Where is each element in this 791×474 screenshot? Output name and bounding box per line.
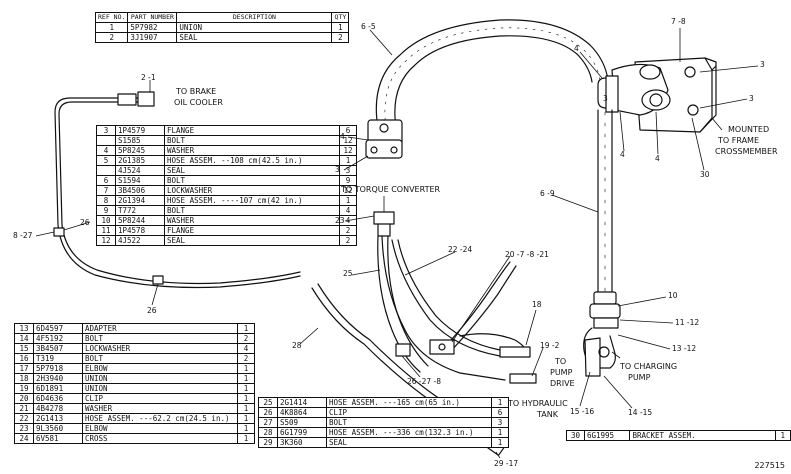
label-pump: PUMP [628,373,651,382]
callout-7-8: 7 -8 [671,17,686,26]
callout-6-9: 6 -9 [540,189,555,198]
label-to-torque-converter: TO TORQUE CONVERTER [341,185,441,194]
callout-6-5: 6 -5 [361,22,376,31]
callout-3-flange: 3 [603,94,608,103]
cell-ref-no: 30 [566,430,585,441]
callout-10: 10 [668,291,678,300]
callout-22-24: 22 -24 [448,245,473,254]
label-tank: TANK [537,410,558,419]
upper-hose-6-5 [375,19,609,129]
callout-3-left: 3 [335,165,340,174]
label-pump-drive-1: PUMP [550,368,573,377]
parts-table-header: REF NO. PART NUMBER DESCRIPTION QTY 1 5P… [94,12,350,43]
callout-3-bolt: 3 [749,94,754,103]
callout-4-left: 4 [340,132,345,141]
label-to-charging: TO CHARGING [620,362,678,371]
hose-22-24 [391,239,501,357]
hose-18 [441,261,537,384]
vertical-hose-6-9 [583,109,621,377]
table-row: 2 3J1907 SEAL 2 [94,32,350,43]
callout-20-21: 20 -7 -8 -21 [505,250,549,259]
callout-11-12: 11 -12 [675,318,700,327]
callout-15-16: 15 -16 [570,407,595,416]
callout-26-27-8: 26 -27 -8 [407,377,442,386]
callout-28: 28 [292,341,302,350]
callout-26-bottom: 26 [147,306,157,315]
callout-4-right: 4 [655,154,660,163]
callout-4-top: 4 [574,44,579,53]
callout-8-27: 8 -27 [13,231,33,240]
label-to-brake: TO BRAKE [176,87,217,96]
figure-number: 227515 [754,461,785,470]
cell-qty: 1 [491,437,509,448]
label-mounted: MOUNTED [728,125,770,134]
callout-23: 23 [335,216,345,225]
callout-2-1: 2 -1 [141,73,156,82]
callout-25: 25 [343,269,353,278]
callout-13-12: 13 -12 [672,344,697,353]
label-to-hydraulic: TO HYDRAULIC [508,399,568,408]
cell-qty: 1 [774,430,791,441]
label-to-frame: TO FRAME [718,136,759,145]
label-oil-cooler: OIL COOLER [174,98,223,107]
callout-18: 18 [532,300,542,309]
callout-3-lower: 4 [620,150,625,159]
callout-3-right: 3 [760,60,765,69]
long-hose-25 [377,235,506,381]
clip-20 [395,339,455,357]
callout-19-2: 19 -2 [540,341,560,350]
elbow-23 [373,211,395,237]
brake-cooler-line [53,91,301,289]
callout-14-15: 14 -15 [628,408,653,417]
callout-26-left: 26 [80,218,90,227]
label-pump-drive-2: DRIVE [550,379,575,388]
callout-30: 30 [700,170,710,179]
callout-29-17: 29 -17 [494,459,519,468]
cell-qty: 1 [237,433,255,444]
label-crossmember: CROSSMEMBER [715,147,778,156]
cell-qty: 2 [339,235,357,246]
torque-flange-fitting [365,119,403,159]
label-to: TO [555,357,567,366]
